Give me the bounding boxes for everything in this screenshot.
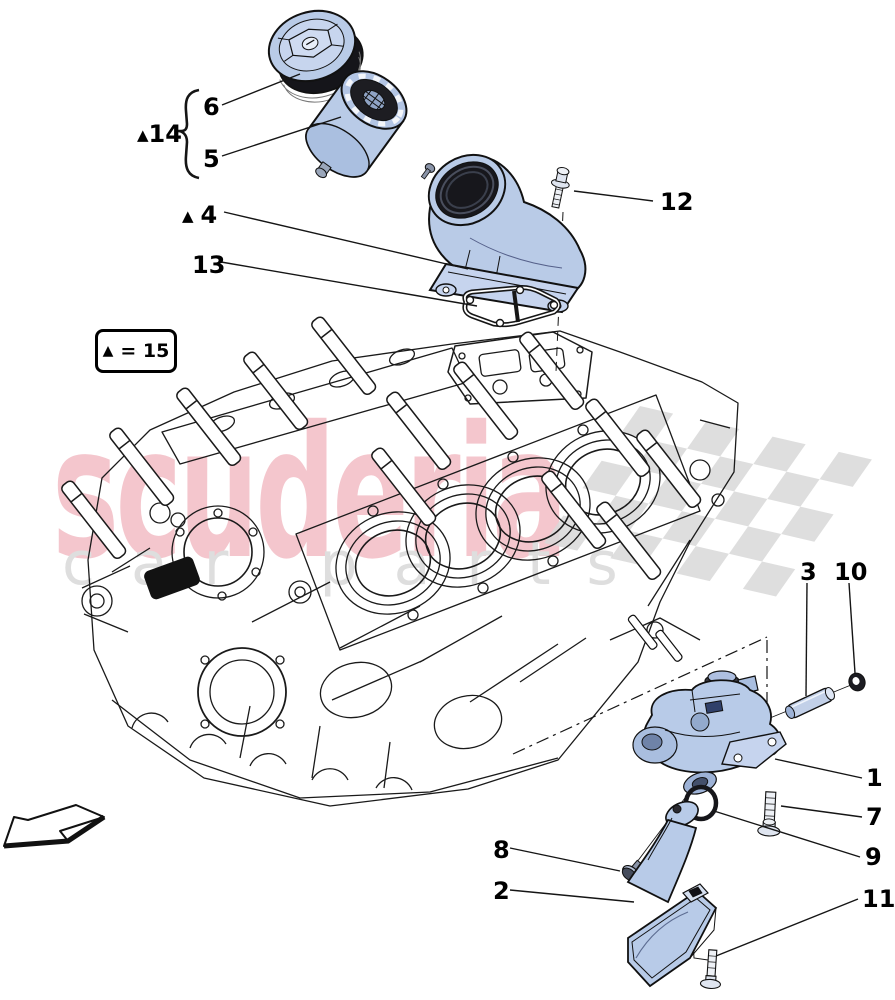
brand-watermark: scuderia car parts: [52, 387, 618, 600]
dowel-pin: [785, 687, 835, 719]
oil-filter-element: [305, 70, 408, 179]
callout-12: 12: [660, 188, 694, 216]
callout-group-14-number: 14: [148, 120, 182, 148]
head-studs: [61, 316, 702, 581]
engine-block: [61, 316, 739, 807]
callout-1: 1: [866, 764, 883, 792]
triangle-marker-icon: ▲: [137, 126, 149, 144]
callout-9: 9: [865, 843, 882, 871]
callout-10: 10: [834, 558, 868, 586]
direction-arrow-icon: [3, 804, 106, 849]
callout-13: 13: [192, 251, 226, 279]
legend-text: = 15: [120, 340, 170, 362]
callout-7: 7: [866, 803, 883, 831]
callout-6: 6: [203, 93, 220, 121]
oil-filter-housing: [427, 153, 587, 314]
bolt-12: [550, 166, 570, 209]
oil-pump: [627, 614, 787, 795]
oil-pickup-pipe: [626, 800, 718, 988]
bolt-11: [699, 949, 721, 990]
leader-lines: [177, 73, 863, 957]
callout-5: 5: [203, 145, 220, 173]
callout-group-4: ▲4: [182, 203, 217, 227]
housing-gasket: [462, 285, 562, 328]
callout-group-4-number: 4: [200, 201, 218, 229]
front-cover-face: [81, 502, 312, 633]
callout-2: 2: [493, 877, 510, 905]
triangle-marker-icon: ▲: [182, 207, 194, 225]
washer: [848, 672, 866, 692]
oil-filter-cap: [267, 9, 364, 103]
callout-group-14: ▲14: [137, 122, 182, 146]
triangle-marker-icon: ▲: [102, 343, 114, 359]
callout-8: 8: [493, 836, 510, 864]
callout-3: 3: [800, 558, 817, 586]
watermark-brand-text: scuderia: [52, 387, 564, 600]
legend-box: ▲ = 15: [95, 329, 177, 373]
filter-nipple-bolt: [420, 163, 436, 180]
bolt-7: [757, 791, 781, 837]
brace-14: [177, 88, 200, 180]
callout-11: 11: [862, 885, 895, 913]
crank-bore: [197, 647, 287, 737]
